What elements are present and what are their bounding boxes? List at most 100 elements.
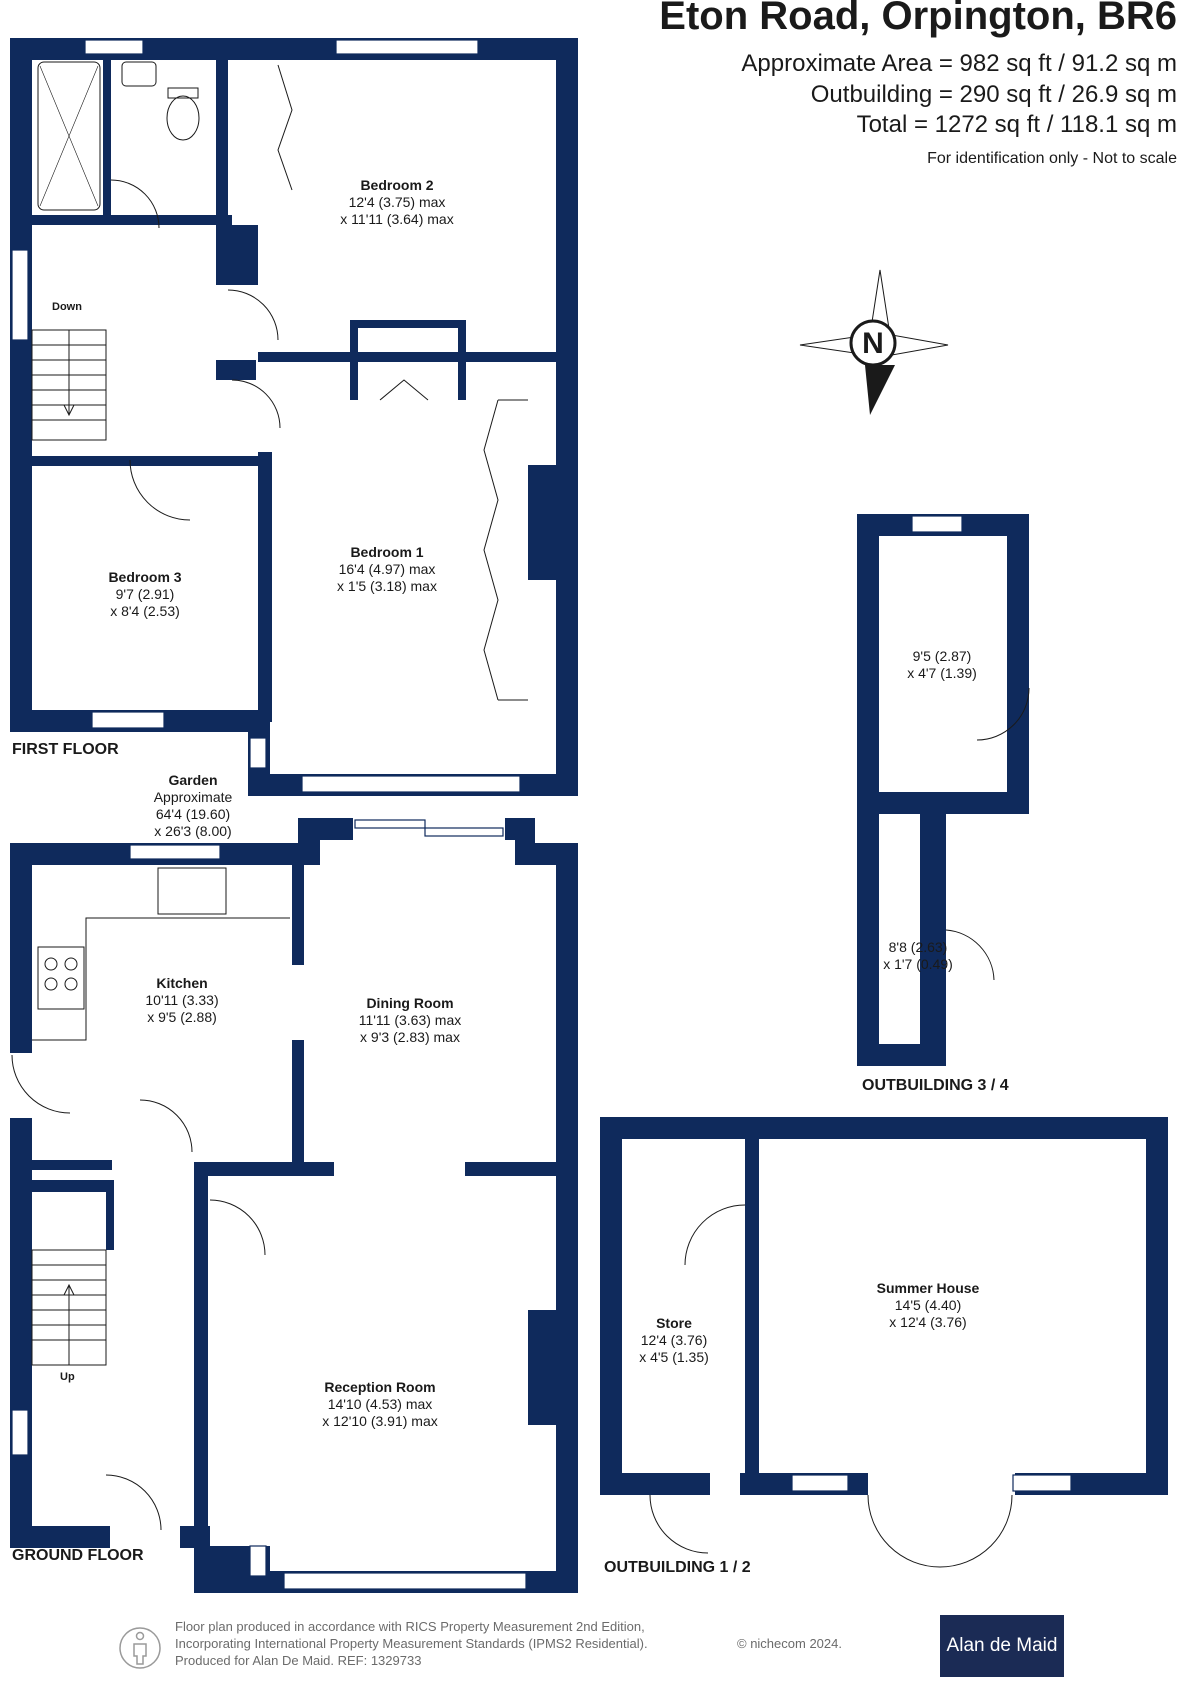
first-floor-right-wall [556, 38, 578, 796]
approximate-area: Approximate Area = 982 sq ft / 91.2 sq m [741, 50, 1177, 77]
door-swing [110, 179, 160, 229]
summer-house-dim2: x 12'4 (3.76) [889, 1314, 966, 1330]
compass: N [799, 269, 949, 415]
dining-left-wall-lower [292, 1040, 304, 1165]
out34-left-wall [857, 514, 879, 1066]
out34-room-b-dim2: x 1'7 (0.49) [883, 956, 953, 972]
garden-line2: 64'4 (19.60) [156, 806, 230, 822]
out34-room-a-dim2: x 4'7 (1.39) [907, 665, 977, 681]
window-out34 [911, 515, 963, 533]
hob-ring [44, 977, 58, 991]
hall-top-wall [32, 1180, 112, 1192]
window-summer-left [791, 1474, 849, 1492]
bedroom2-dim1: 12'4 (3.75) max [349, 194, 446, 210]
compass-south-point [865, 365, 895, 415]
wardrobe-bifold [483, 399, 499, 701]
fixtures [11, 61, 1030, 1568]
kitchen-name: Kitchen [156, 975, 207, 991]
out12-bottom-left [600, 1473, 710, 1495]
wardrobe-right [458, 320, 466, 400]
store-dim2: x 4'5 (1.35) [639, 1349, 709, 1365]
stair-arrow-up [63, 1283, 75, 1365]
bedroom1-name: Bedroom 1 [350, 544, 423, 560]
reception-dim1: 14'10 (4.53) max [328, 1396, 433, 1412]
outbuilding12-label: OUTBUILDING 1 / 2 [604, 1559, 751, 1576]
footer-line-1: Floor plan produced in accordance with R… [175, 1619, 645, 1634]
window-bedroom3 [91, 711, 165, 729]
bath [37, 61, 101, 211]
summer-house-name: Summer House [877, 1280, 980, 1296]
out12-right-wall [1146, 1117, 1168, 1495]
reception-top-left-wall [194, 1162, 334, 1176]
bedroom2-name: Bedroom 2 [360, 177, 433, 193]
hob-ring [44, 957, 58, 971]
landing-wall-stub [216, 360, 256, 380]
dining-dim2: x 9'3 (2.83) max [360, 1029, 460, 1045]
total-area: Total = 1272 sq ft / 118.1 sq m [856, 111, 1177, 138]
out34-bottom-wall [857, 1044, 946, 1066]
wardrobe-top [350, 320, 465, 328]
door-swing [105, 1474, 162, 1531]
first-floor-label: FIRST FLOOR [12, 741, 119, 758]
window-bedroom1-side [249, 737, 267, 769]
toilet [166, 95, 200, 141]
basin [121, 61, 157, 87]
door-swing [684, 1204, 746, 1266]
hob-ring [64, 977, 78, 991]
out34-room-b-dim1: 8'8 (2.63) [889, 939, 948, 955]
wardrobe-bifold [277, 64, 293, 191]
garden-line3: x 26'3 (8.00) [154, 823, 231, 839]
store-name: Store [656, 1315, 692, 1331]
reception-left-wall [194, 1170, 208, 1548]
window-reception [283, 1572, 527, 1590]
ground-right-wall [556, 843, 578, 1593]
cupboard-wall [228, 225, 258, 285]
agent-logo: Alan de Maid [940, 1615, 1064, 1677]
outbuilding-area: Outbuilding = 290 sq ft / 26.9 sq m [810, 81, 1177, 108]
wardrobe-doors [379, 379, 429, 401]
reception-top-right-wall [465, 1162, 578, 1176]
door-swing [649, 1494, 709, 1554]
out34-room-a-dim1: 9'5 (2.87) [913, 648, 972, 664]
door-swing [139, 1099, 193, 1153]
hall-bottom-wall [10, 1526, 110, 1548]
compass-label: N [862, 327, 884, 360]
footer-line-3: Produced for Alan De Maid. REF: 1329733 [175, 1653, 422, 1668]
door-swing [209, 1199, 266, 1256]
toilet-cistern [167, 87, 199, 99]
stair-arrow-down [63, 330, 75, 417]
door-swing [231, 379, 281, 429]
bath-cross [39, 65, 99, 207]
door-swing [129, 459, 191, 521]
hall-left-wall [10, 1118, 32, 1546]
first-floor-left-wall [10, 38, 32, 732]
bedroom1-dim2: x 1'5 (3.18) max [337, 578, 437, 594]
window-summer-right [1012, 1474, 1072, 1492]
scale-note: For identification only - Not to scale [927, 150, 1177, 167]
bedroom3-dim2: x 8'4 (2.53) [110, 603, 180, 619]
store-dim1: 12'4 (3.76) [641, 1332, 708, 1348]
hob [37, 946, 85, 1010]
compass-ring [849, 319, 897, 367]
chimney-breast-1 [528, 465, 558, 580]
hall-stair-wall [106, 1180, 114, 1250]
hob-ring [64, 957, 78, 971]
bedroom2-left-wall [216, 60, 228, 285]
door-swing [11, 1054, 71, 1114]
bedroom2-bottom-wall [258, 352, 578, 362]
summer-house-dim1: 14'5 (4.40) [895, 1297, 962, 1313]
out34-right-wall [1007, 514, 1029, 814]
worktop [32, 917, 290, 1041]
door-swing [976, 687, 1030, 741]
outbuilding34-label: OUTBUILDING 3 / 4 [862, 1077, 1009, 1094]
door-swing [945, 929, 995, 981]
garden-name: Garden [168, 772, 217, 788]
bedroom3-name: Bedroom 3 [108, 569, 181, 585]
bedroom3-top-wall [32, 456, 272, 466]
double-door-swing [867, 1494, 1013, 1568]
window-kitchen [129, 844, 221, 860]
window-reception-side [249, 1545, 267, 1577]
kitchen-dim2: x 9'5 (2.88) [147, 1009, 217, 1025]
bedroom1-dim1: 16'4 (4.97) max [339, 561, 436, 577]
